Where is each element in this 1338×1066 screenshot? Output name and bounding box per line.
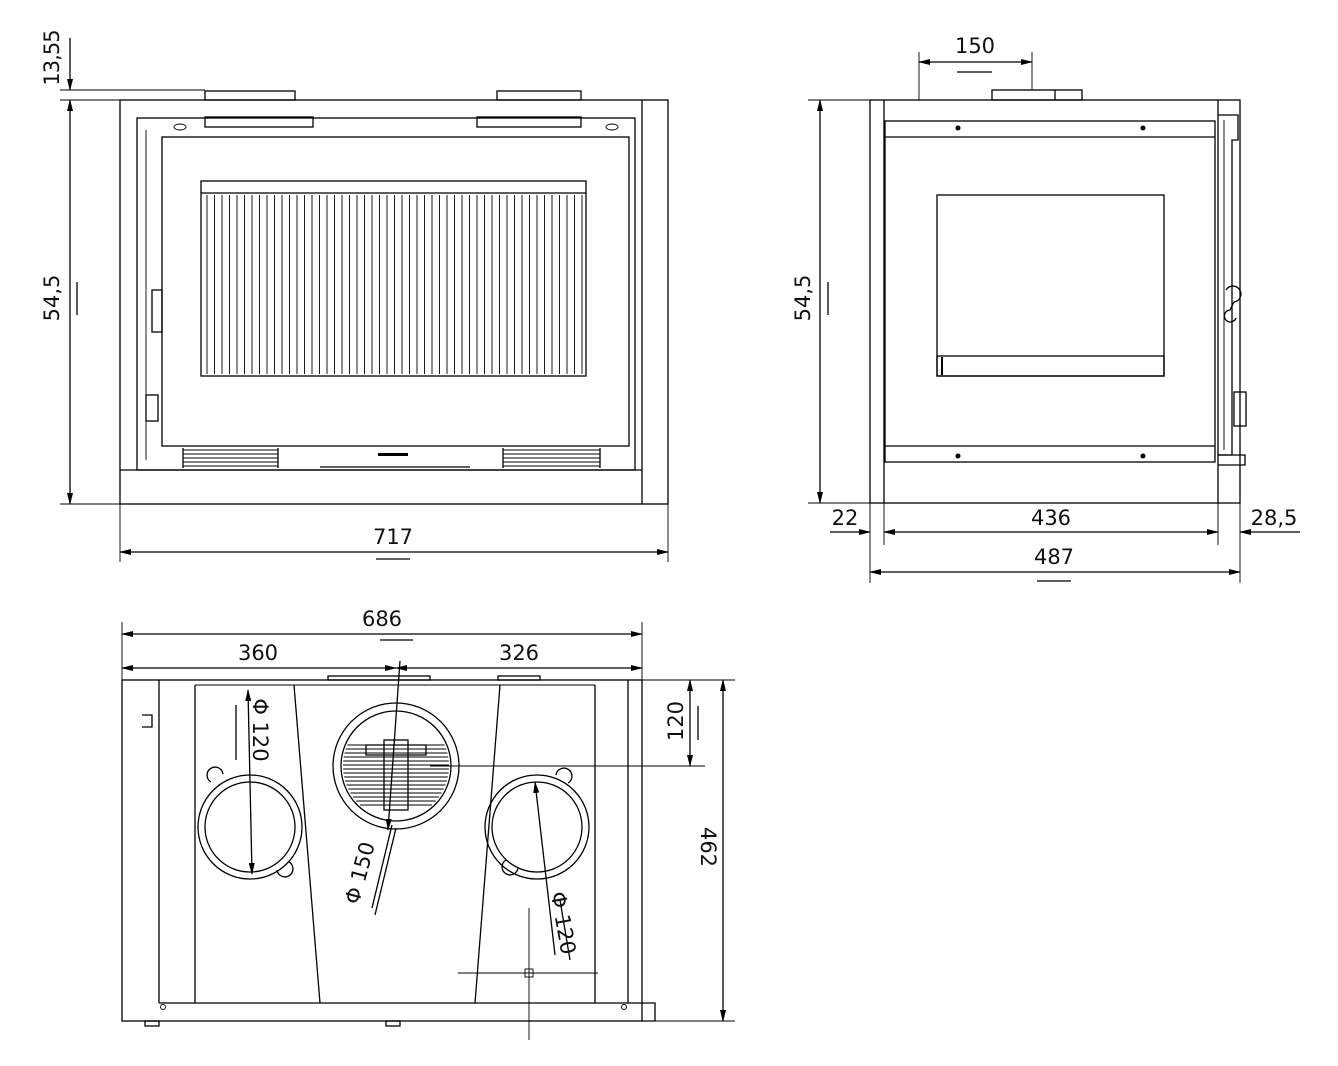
collar-left [197,689,303,880]
dim-top-left: 360 [238,641,278,665]
dim-top-right: 326 [499,641,539,665]
side-outer-frame [869,99,1241,504]
door-frame [161,136,630,447]
dim-dia-left: Φ 120 [248,698,272,761]
top-view [121,639,656,1040]
dim-side-total: 487 [1034,545,1074,569]
dim-side-inner: 436 [1031,506,1071,530]
glass-panel [200,180,587,377]
dim-top-total: 686 [362,607,402,631]
dim-dia-center: Φ 150 [340,839,380,906]
dim-side-height: 54,5 [791,275,815,322]
side-view [869,89,1247,504]
dim-top-flue-front: 120 [664,701,688,741]
side-dimensions: 150 54,5 22 436 28,5 487 [791,34,1300,583]
dim-side-flue-offset: 150 [955,34,995,58]
center-crosshair [458,908,598,1040]
dim-front-top-offset: 13,55 [40,30,64,85]
dim-side-right: 28,5 [1251,506,1298,530]
side-glass [936,194,1165,377]
front-outer-frame [119,99,669,505]
dim-front-height: 54,5 [40,275,64,322]
front-dimensions: 13,55 54,5 717 [40,30,669,562]
dim-top-depth: 462 [696,827,720,867]
dim-side-left: 22 [832,506,859,530]
top-outer-frame [121,679,643,1022]
collar-right [484,767,590,961]
side-inner-box [884,120,1216,463]
dim-front-width: 717 [373,525,413,549]
dim-dia-right: Φ 120 [546,890,581,957]
top-dimensions: 686 360 326 120 462 Φ 120 Φ 150 Φ 120 [121,607,735,1022]
front-view [119,90,669,505]
